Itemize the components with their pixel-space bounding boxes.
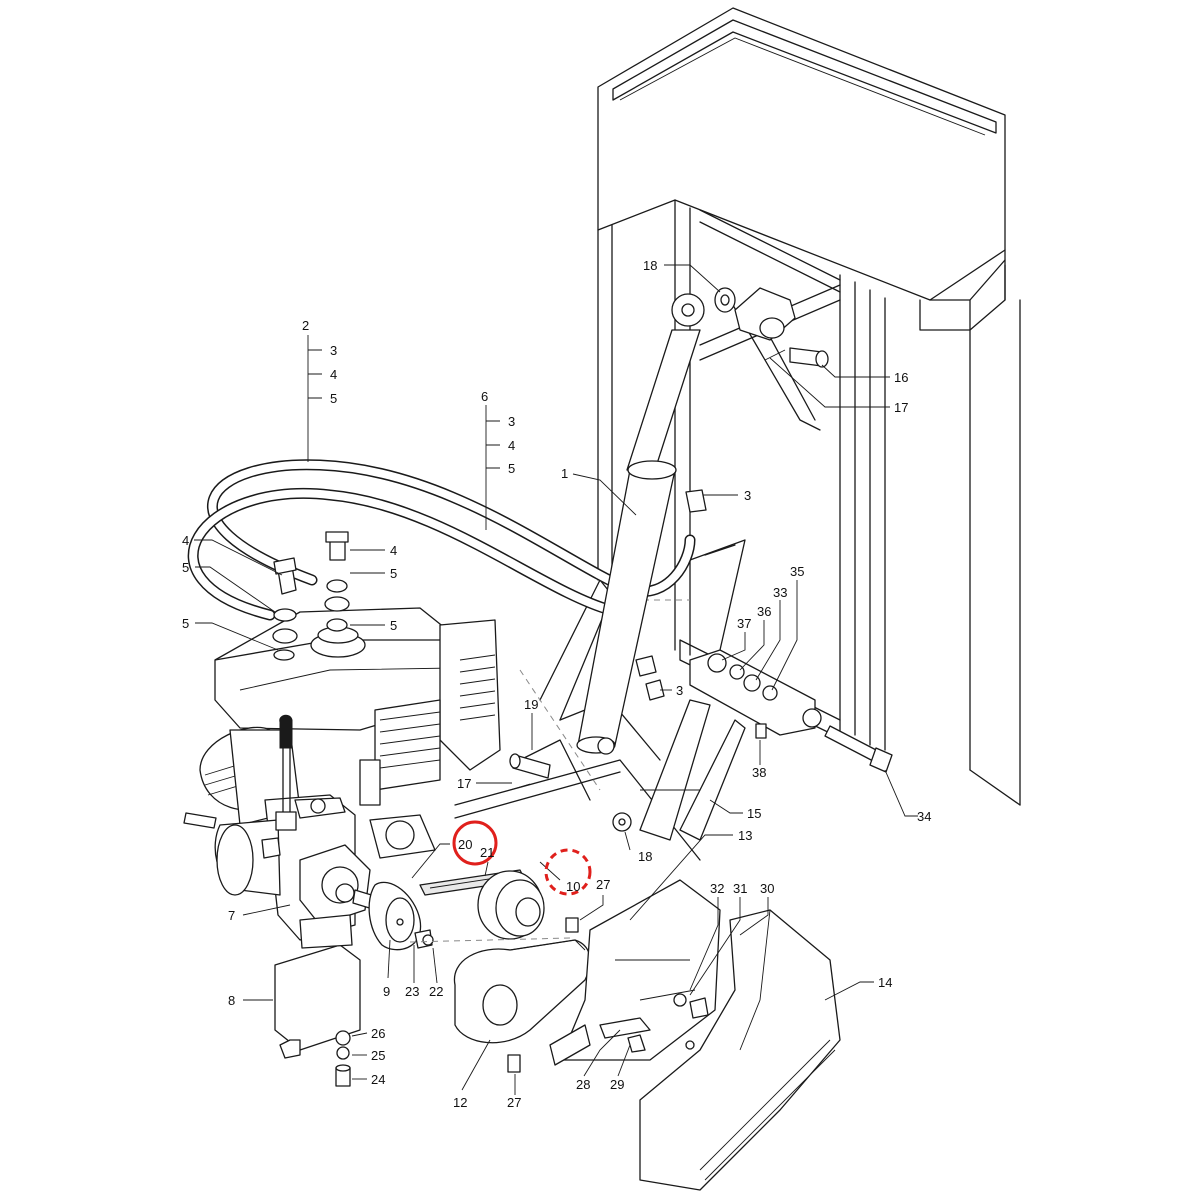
label-32: 32 [710, 881, 724, 896]
label-18-top: 18 [643, 258, 657, 273]
label-3-lower: 3 [676, 683, 683, 698]
label-6-sub-5: 5 [508, 461, 515, 476]
label-6-sub-3: 3 [508, 414, 515, 429]
label-13: 13 [738, 828, 752, 843]
callout-labels: 1 2 3 4 5 6 3 4 5 3 3 4 4 5 5 5 5 7 8 9 … [182, 258, 931, 1110]
label-38: 38 [752, 765, 766, 780]
label-5-left-upper: 5 [182, 560, 189, 575]
label-17-top: 17 [894, 400, 908, 415]
label-36: 36 [757, 604, 771, 619]
label-31: 31 [733, 881, 747, 896]
label-7: 7 [228, 908, 235, 923]
control-valve-pump [214, 714, 379, 941]
stand-bracket [509, 699, 746, 841]
label-28: 28 [576, 1077, 590, 1092]
label-5-center-lower: 5 [390, 618, 397, 633]
pulleys-belt [368, 869, 571, 951]
label-3-upper: 3 [744, 488, 751, 503]
label-34: 34 [917, 809, 931, 824]
label-14: 14 [878, 975, 892, 990]
label-17-left: 17 [457, 776, 471, 791]
label-15: 15 [747, 806, 761, 821]
label-4-center: 4 [390, 543, 397, 558]
label-33: 33 [773, 585, 787, 600]
label-25: 25 [371, 1048, 385, 1063]
label-26: 26 [371, 1026, 385, 1041]
label-20: 20 [458, 837, 472, 852]
highlight-marks [452, 820, 592, 896]
label-6: 6 [481, 389, 488, 404]
label-9: 9 [383, 984, 390, 999]
cover [639, 909, 841, 1191]
label-21: 21 [480, 845, 494, 860]
hydraulic-cylinder [576, 293, 707, 755]
label-8: 8 [228, 993, 235, 1008]
label-23: 23 [405, 984, 419, 999]
label-2-sub-3: 3 [330, 343, 337, 358]
label-5-left-lower: 5 [182, 616, 189, 631]
right-pivot [689, 649, 893, 773]
label-2-sub-4: 4 [330, 367, 337, 382]
label-22: 22 [429, 984, 443, 999]
mount-bracket [274, 914, 361, 1087]
label-18-lower: 18 [638, 849, 652, 864]
label-2: 2 [302, 318, 309, 333]
top-pivot [714, 287, 829, 368]
leader-lines [194, 264, 918, 1095]
label-10: 10 [566, 879, 580, 894]
engine [183, 607, 501, 859]
label-4-left: 4 [182, 533, 189, 548]
hydraulic-hoses [187, 459, 696, 621]
label-16: 16 [894, 370, 908, 385]
label-6-sub-4: 4 [508, 438, 515, 453]
guard-plate [549, 879, 721, 1066]
label-1: 1 [561, 466, 568, 481]
label-27-bottom: 27 [507, 1095, 521, 1110]
label-2-sub-5: 5 [330, 391, 337, 406]
label-24: 24 [371, 1072, 385, 1087]
label-19: 19 [524, 697, 538, 712]
label-5-center-upper: 5 [390, 566, 397, 581]
banjo-fittings [272, 531, 350, 661]
label-12: 12 [453, 1095, 467, 1110]
label-30: 30 [760, 881, 774, 896]
label-27-top: 27 [596, 877, 610, 892]
label-37: 37 [737, 616, 751, 631]
label-29: 29 [610, 1077, 624, 1092]
label-35: 35 [790, 564, 804, 579]
